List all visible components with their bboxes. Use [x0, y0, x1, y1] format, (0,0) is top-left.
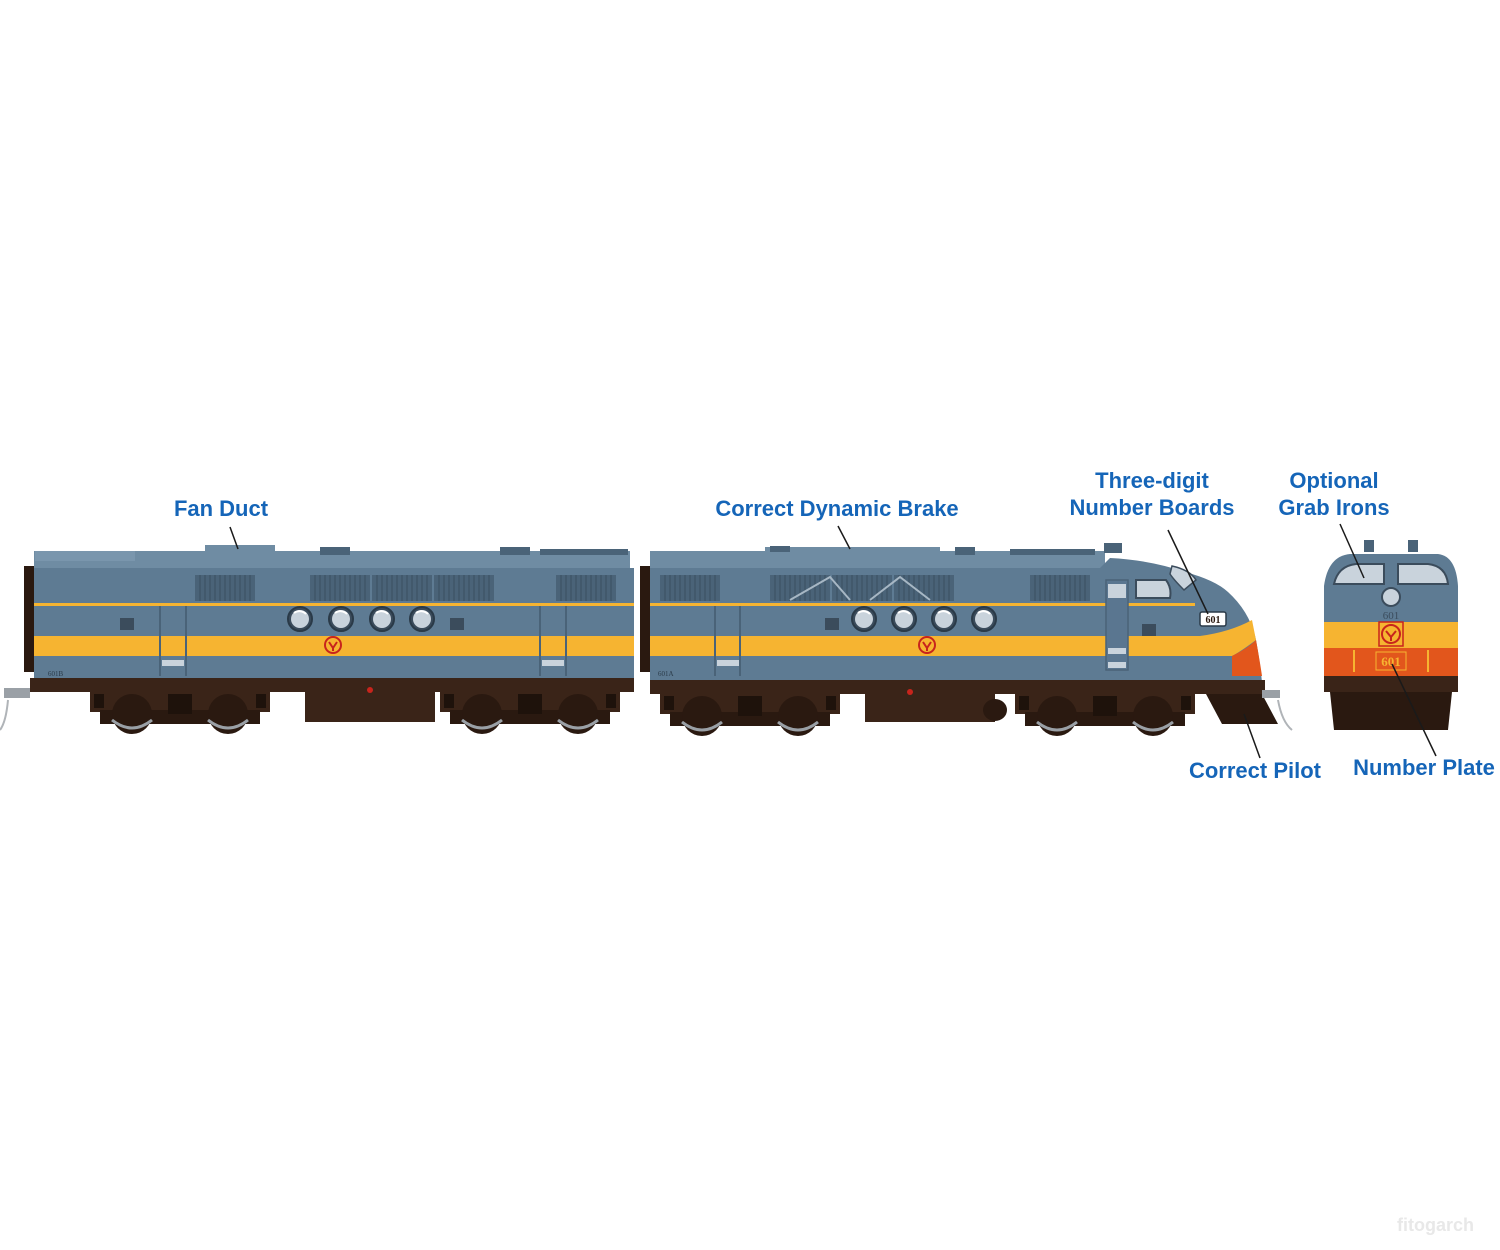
a-unit-porthole-1: [851, 606, 877, 632]
b-unit-frame: [30, 678, 634, 692]
grab-irons-leader: [1339, 523, 1365, 579]
callout-number-boards: Three-digit Number Boards: [1069, 468, 1235, 520]
front-pilot: [1330, 692, 1452, 730]
railroad-herald-icon: [918, 636, 936, 654]
a-unit-fuel-tank: [865, 692, 995, 722]
b-unit-front-truck: [88, 688, 272, 736]
svg-text:601: 601: [1381, 654, 1401, 669]
number-board: 601: [1199, 611, 1227, 627]
number-plate-leader: [1391, 663, 1437, 757]
a-unit-rear-truck: [658, 690, 842, 738]
b-unit-porthole-1: [287, 606, 313, 632]
dynamic-brake-housing: [765, 547, 940, 555]
front-windshield-right: [1397, 563, 1450, 585]
a-unit-yellow-band: [650, 620, 1256, 656]
callout-fan-duct: Fan Duct: [173, 496, 269, 521]
a-unit-porthole-4: [971, 606, 997, 632]
headlight: [1381, 587, 1401, 607]
a-unit-rear-diaphragm: [640, 566, 650, 672]
front-view: 601 601: [1324, 540, 1458, 730]
cab-windshield: [1169, 565, 1197, 592]
pilot: [1206, 694, 1278, 724]
a-unit: 601 601A: [640, 543, 1293, 738]
b-unit-porthole-2: [328, 606, 354, 632]
b-unit-porthole-3: [369, 606, 395, 632]
a-unit-frame: [650, 680, 1265, 694]
svg-text:601: 601: [1206, 615, 1221, 626]
railroad-herald-icon: [324, 636, 342, 654]
number-boards-leader: [1167, 529, 1209, 615]
cab-door: [1105, 579, 1129, 671]
b-unit-number: 601B: [48, 670, 64, 678]
b-unit-roof: [34, 551, 630, 573]
a-unit-hose: [1277, 699, 1293, 731]
a-unit-porthole-3: [931, 606, 957, 632]
front-number-board: 601: [1383, 610, 1400, 622]
a-unit-porthole-2: [891, 606, 917, 632]
pilot-leader: [1243, 713, 1261, 759]
b-unit-end-diaphragm: [24, 566, 34, 672]
fan-duct-leader: [229, 526, 239, 550]
front-frame: [1324, 676, 1458, 692]
a-unit-coupler: [1262, 690, 1280, 698]
b-unit-coupler: [4, 688, 30, 698]
fan-duct-housing: [205, 545, 275, 555]
b-unit: 601B: [0, 545, 634, 736]
a-unit-front-truck: [1013, 690, 1197, 738]
a-unit-roof: [650, 551, 1105, 573]
leader-lines: [229, 523, 1437, 759]
b-unit-fuel-tank: [305, 690, 435, 722]
cab-side-window: [1135, 579, 1172, 599]
callout-grab-irons: Optional Grab Irons: [1278, 468, 1390, 520]
railroad-herald-icon: [1378, 621, 1404, 647]
watermark: fitogarch: [1396, 1215, 1474, 1235]
callout-number-plate: Number Plate: [1353, 755, 1495, 780]
callout-dynamic-brake: Correct Dynamic Brake: [715, 496, 959, 521]
a-unit-side-number: 601A: [658, 670, 674, 678]
b-unit-porthole-4: [409, 606, 435, 632]
a-unit-nose-orange: [1232, 640, 1262, 676]
a-unit-pinstripe: [650, 603, 1195, 606]
callout-pilot: Correct Pilot: [1188, 758, 1322, 783]
number-plate: 601: [1375, 651, 1407, 671]
b-unit-rear-truck: [438, 688, 622, 736]
b-unit-pinstripe: [34, 603, 634, 606]
front-windshield-left: [1332, 563, 1385, 585]
b-unit-hose: [0, 699, 9, 731]
dynamic-brake-leader: [837, 525, 851, 550]
